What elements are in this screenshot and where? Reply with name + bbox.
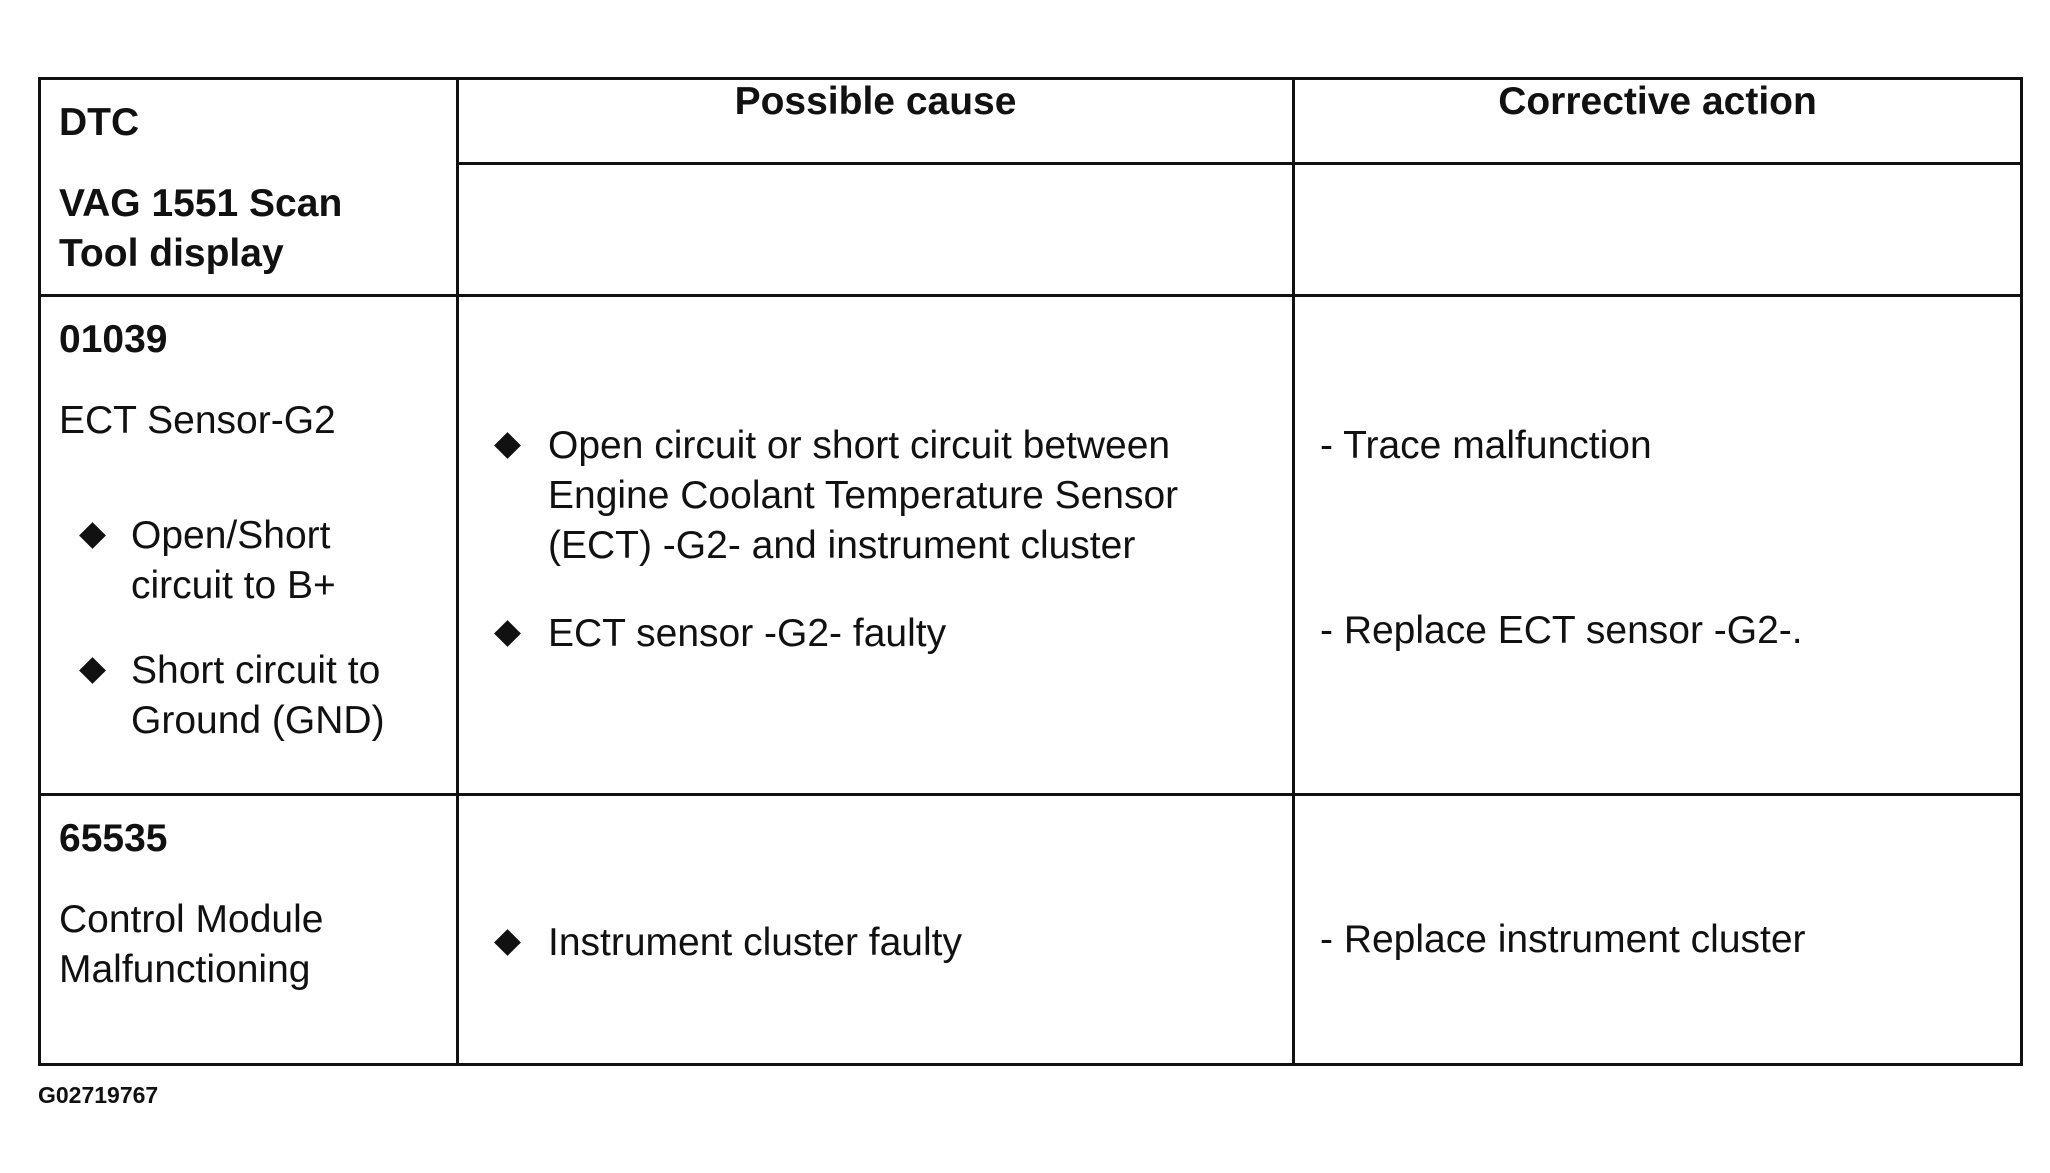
- cause-1-line1: Open circuit or short circuit between: [548, 424, 1171, 467]
- diamond-bullet-icon: [494, 620, 521, 647]
- diamond-bullet-icon: [494, 432, 521, 459]
- row2-action-cell: - Replace instrument cluster: [1292, 793, 2023, 1066]
- row1-action-cell: - Trace malfunction - Replace ECT sensor…: [1292, 294, 2023, 796]
- row1-dtc-cell: 01039 ECT Sensor-G2 Open/Short circuit t…: [38, 294, 459, 796]
- dtc-code: 65535: [59, 817, 168, 860]
- figure-id: G02719767: [38, 1082, 159, 1108]
- action-1: - Replace instrument cluster: [1320, 918, 1806, 961]
- condition-1-line2: circuit to B+: [131, 564, 336, 607]
- subheader-row: [40, 162, 2023, 297]
- cause-2-line1: ECT sensor -G2- faulty: [548, 612, 947, 655]
- action-1: - Trace malfunction: [1320, 424, 1652, 467]
- header-scan-tool-line2: Tool display: [59, 232, 284, 275]
- dtc-code: 01039: [59, 318, 168, 361]
- row2-dtc-cell: 65535 Control Module Malfunctioning: [38, 793, 459, 1066]
- header-row: DTC VAG 1551 Scan Tool display Possible …: [38, 76, 2023, 297]
- header-dtc-cell: DTC VAG 1551 Scan Tool display: [38, 77, 459, 297]
- dtc-description: ECT Sensor-G2: [59, 399, 336, 442]
- action-2: - Replace ECT sensor -G2-.: [1320, 609, 1803, 652]
- cause-1-line3: (ECT) -G2- and instrument cluster: [548, 524, 1136, 567]
- header-scan-tool-line1: VAG 1551 Scan: [59, 182, 343, 225]
- table-row: 01039 ECT Sensor-G2 Open/Short circuit t…: [38, 294, 2023, 796]
- row1-cause-cell: Open circuit or short circuit between En…: [456, 294, 1295, 796]
- dtc-description-line2: Malfunctioning: [59, 948, 311, 991]
- cause-1-line2: Engine Coolant Temperature Sensor: [548, 474, 1179, 517]
- header-possible-cause: Possible cause: [456, 76, 1295, 166]
- diamond-bullet-icon: [79, 657, 106, 684]
- dtc-description-line1: Control Module: [59, 898, 324, 941]
- diamond-bullet-icon: [494, 929, 521, 956]
- cause-1-line1: Instrument cluster faulty: [548, 921, 962, 964]
- subheader-empty-cause: [456, 162, 1295, 297]
- header-dtc: DTC: [59, 101, 140, 144]
- row2-cause-cell: Instrument cluster faulty: [456, 793, 1295, 1066]
- table-row: 65535 Control Module Malfunctioning Inst…: [38, 793, 2023, 1066]
- dtc-table: DTC VAG 1551 Scan Tool display Possible …: [38, 76, 2023, 1066]
- subheader-empty-action: [1292, 162, 2023, 297]
- condition-2-line1: Short circuit to: [131, 649, 381, 692]
- condition-2-line2: Ground (GND): [131, 699, 385, 742]
- condition-1-line1: Open/Short: [131, 514, 331, 557]
- diamond-bullet-icon: [79, 522, 106, 549]
- header-corrective-action: Corrective action: [1292, 76, 2023, 166]
